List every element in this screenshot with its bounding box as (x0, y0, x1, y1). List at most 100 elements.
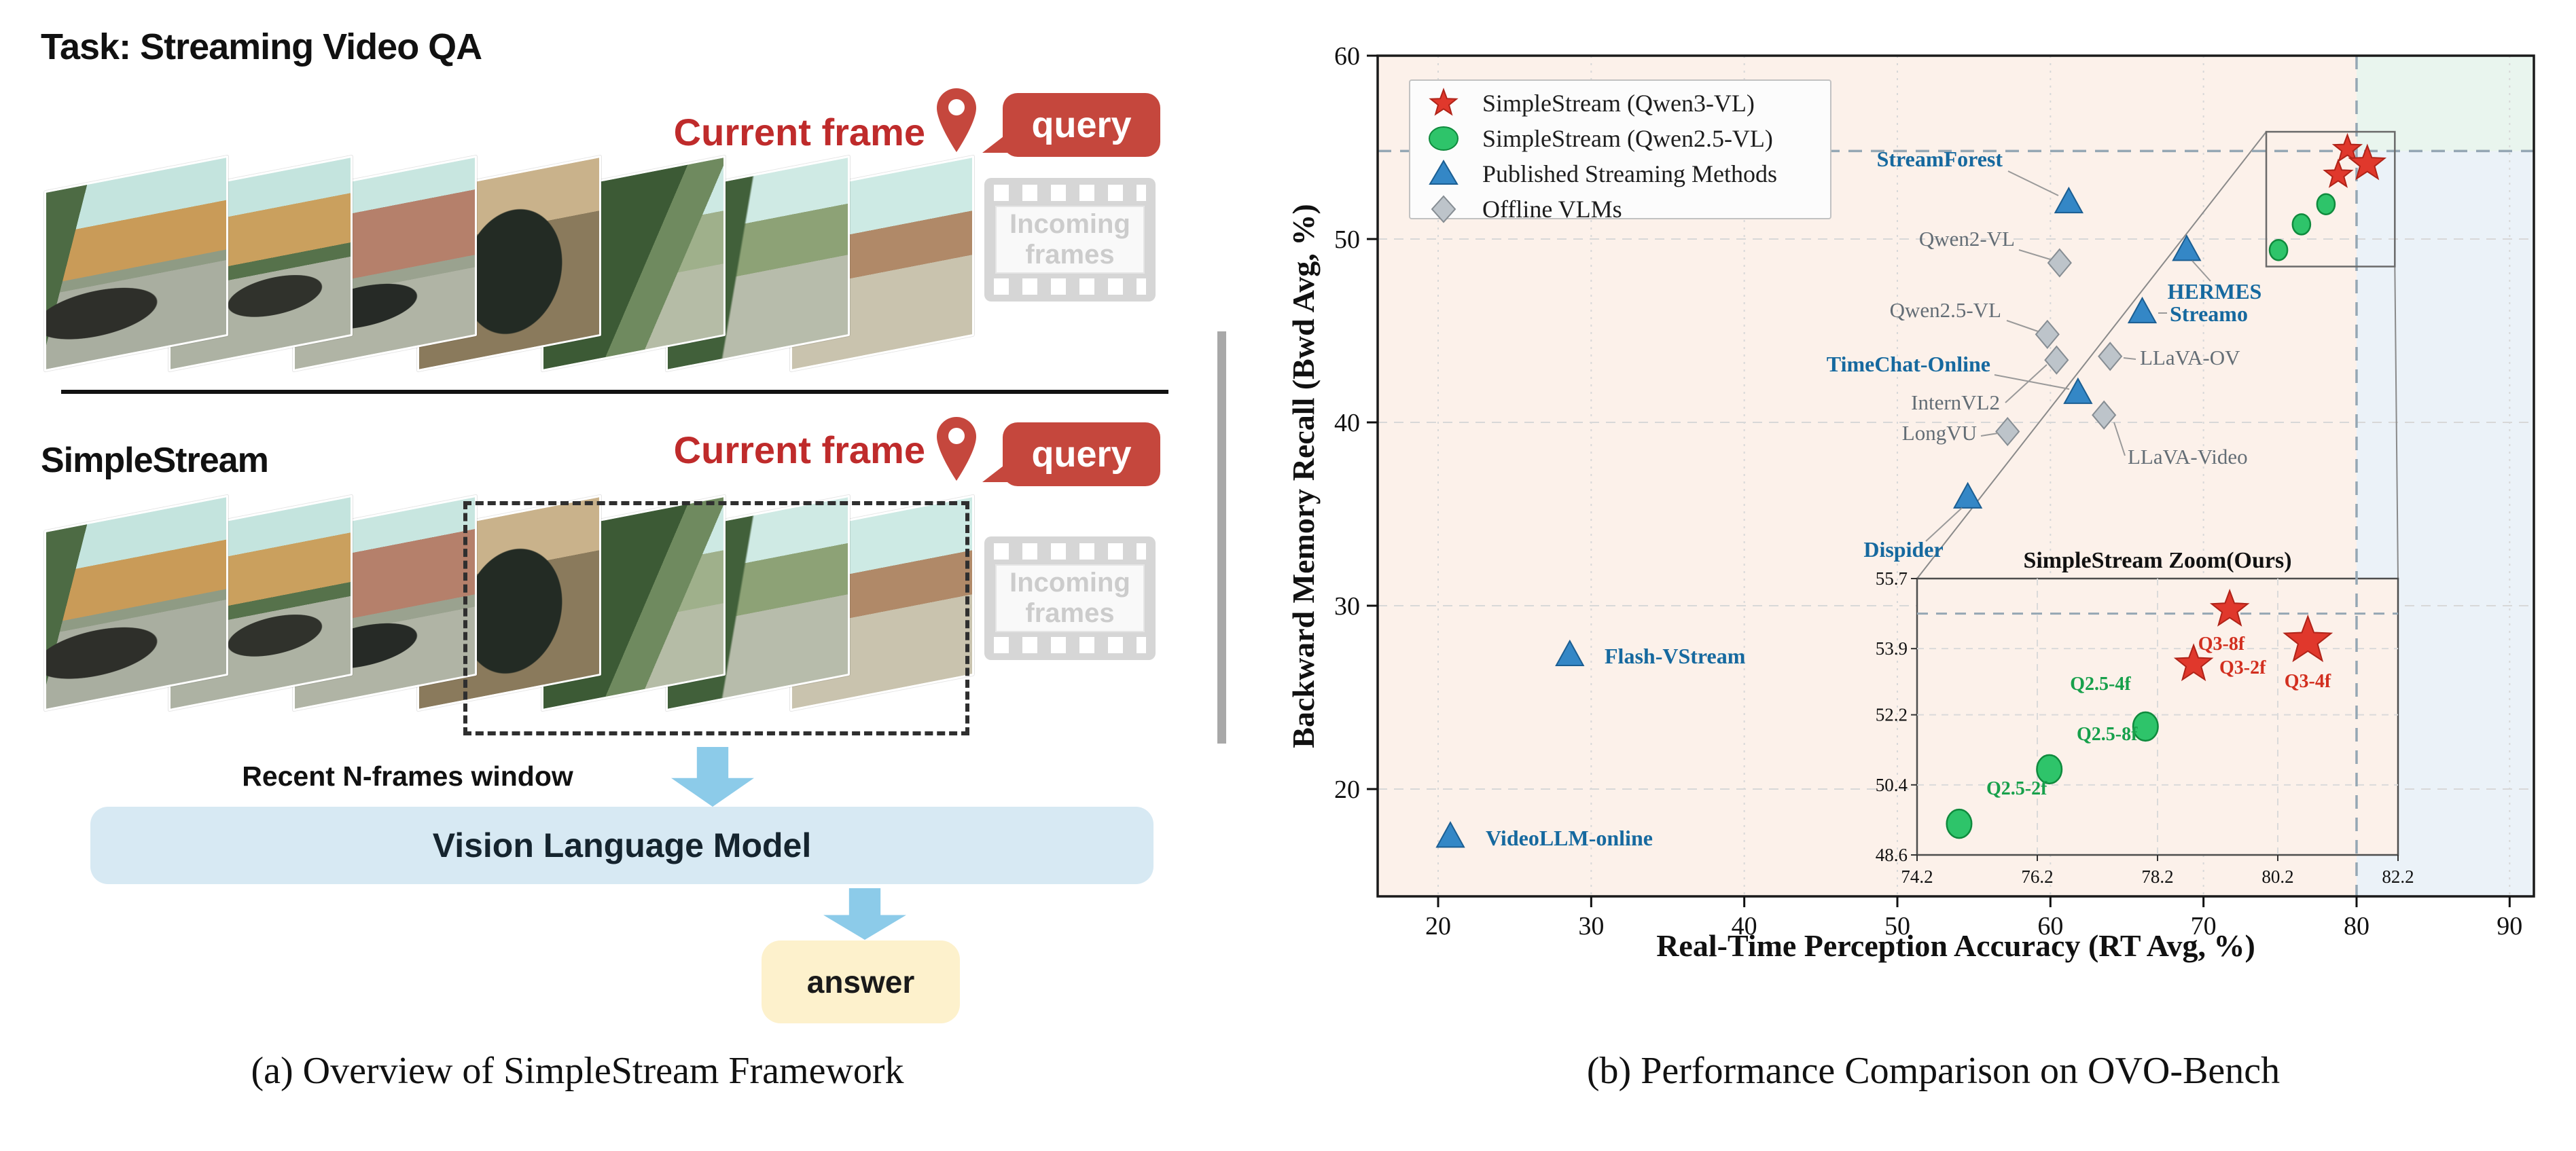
svg-text:Qwen2.5-VL: Qwen2.5-VL (1890, 298, 2001, 322)
svg-text:Offline VLMs: Offline VLMs (1482, 196, 1622, 223)
svg-text:Real-Time Perception Accuracy: Real-Time Perception Accuracy (RT Avg, %… (1656, 928, 2255, 963)
svg-text:76.2: 76.2 (2021, 866, 2053, 887)
down-arrow-icon (671, 747, 754, 807)
svg-text:Q2.5-8f: Q2.5-8f (2077, 724, 2138, 745)
svg-text:HERMES: HERMES (2168, 279, 2262, 304)
video-frame (44, 155, 228, 372)
point-Flash-VStream (1555, 639, 1585, 667)
svg-text:53.9: 53.9 (1876, 638, 1908, 659)
incoming-frames-icon-bottom: Incoming frames (984, 536, 1156, 660)
svg-text:LLaVA-Video: LLaVA-Video (2128, 445, 2248, 469)
svg-text:48.6: 48.6 (1876, 845, 1908, 865)
svg-text:LLaVA-OV: LLaVA-OV (2140, 346, 2240, 369)
point-Q2.5-8f (2291, 213, 2312, 236)
highlight-region-topright (2356, 56, 2534, 151)
svg-text:VideoLLM-online: VideoLLM-online (1486, 826, 1653, 850)
query-label: query (1031, 434, 1132, 475)
svg-text:60: 60 (1334, 42, 1360, 71)
svg-text:40: 40 (1732, 912, 1757, 940)
point-VideoLLM-online (1435, 821, 1465, 848)
point-Qwen2.5-VL (2035, 319, 2060, 349)
answer-box: answer (762, 940, 960, 1023)
location-pin-icon (937, 417, 976, 481)
point-Dispider (1952, 481, 1983, 509)
svg-text:Q3-2f: Q3-2f (2219, 657, 2266, 678)
current-frame-label-top: Current frame (673, 111, 925, 153)
svg-text:70: 70 (2191, 912, 2217, 940)
svg-text:55.7: 55.7 (1876, 568, 1908, 589)
svg-text:Q2.5-2f: Q2.5-2f (1986, 778, 2047, 799)
video-frame (44, 494, 228, 712)
point-inset-Q2.5-4f (2132, 711, 2159, 742)
svg-text:90: 90 (2497, 912, 2522, 940)
svg-text:StreamForest: StreamForest (1877, 147, 2003, 171)
svg-text:SimpleStream Zoom(Ours): SimpleStream Zoom(Ours) (2023, 548, 2291, 573)
point-inset-Q3-2f (2173, 643, 2214, 682)
current-frame-label-bottom: Current frame (673, 428, 925, 471)
film-sprockets-icon (994, 278, 1146, 295)
point-Q2.5-2f (2268, 238, 2289, 261)
recent-frames-window-box (463, 501, 969, 735)
point-StreamForest (2054, 186, 2084, 214)
point-Qwen2-VL (2047, 248, 2072, 278)
point-Streamo (2127, 296, 2158, 324)
point-LLaVA-OV (2098, 342, 2123, 371)
svg-text:Streamo: Streamo (2170, 302, 2248, 326)
zoom-region-box (2265, 130, 2396, 268)
svg-text:20: 20 (1425, 912, 1451, 940)
incoming-frames-label: Incoming frames (995, 206, 1145, 274)
query-bubble-bottom: query (982, 422, 1160, 486)
point-TimeChat-Online (2063, 377, 2093, 404)
svg-text:60: 60 (2037, 912, 2063, 940)
svg-text:InternVL2: InternVL2 (1911, 390, 2000, 414)
svg-text:50.4: 50.4 (1876, 775, 1908, 795)
svg-text:80.2: 80.2 (2261, 866, 2293, 887)
svg-text:50: 50 (1334, 225, 1360, 254)
svg-text:Flash-VStream: Flash-VStream (1605, 644, 1746, 668)
film-sprockets-icon (994, 543, 1146, 560)
svg-text:SimpleStream (Qwen3-VL): SimpleStream (Qwen3-VL) (1482, 90, 1755, 117)
down-arrow-icon (823, 888, 906, 940)
vision-language-model-box: Vision Language Model (90, 807, 1153, 884)
simplestream-title: SimpleStream (41, 441, 269, 480)
svg-text:Qwen2-VL: Qwen2-VL (1919, 227, 2015, 251)
svg-text:Q3-4f: Q3-4f (2285, 671, 2331, 692)
svg-text:30: 30 (1334, 592, 1360, 621)
caption-b: (b) Performance Comparison on OVO-Bench (1586, 1050, 2280, 1092)
section-divider (61, 390, 1168, 394)
point-inset-Q3-4f (2283, 614, 2333, 663)
svg-text:Q2.5-4f: Q2.5-4f (2070, 674, 2131, 695)
point-Q3-8f (2331, 132, 2363, 163)
point-Q2.5-4f (2316, 193, 2336, 215)
panel-divider (1217, 331, 1226, 744)
svg-text:Dispider: Dispider (1863, 537, 1943, 562)
film-sprockets-icon (994, 185, 1146, 201)
svg-text:20: 20 (1334, 775, 1360, 804)
legend-box (1409, 79, 1831, 219)
point-inset-Q2.5-8f (2036, 754, 2063, 785)
svg-text:Backward Memory Recall (Bwd Av: Backward Memory Recall (Bwd Avg, %) (1291, 204, 1321, 748)
svg-text:LongVU: LongVU (1902, 421, 1977, 445)
point-HERMES (2172, 234, 2202, 261)
panel-a-framework-diagram: Task: Streaming Video QA Current frame q… (41, 26, 1168, 1092)
query-label: query (1031, 105, 1132, 145)
task-title: Task: Streaming Video QA (41, 26, 482, 67)
point-Q3-4f (2348, 143, 2387, 181)
location-pin-icon (937, 88, 976, 152)
point-LLaVA-Video (2092, 400, 2117, 430)
svg-text:30: 30 (1578, 912, 1604, 940)
svg-text:74.2: 74.2 (1901, 866, 1933, 887)
svg-text:50: 50 (1884, 912, 1910, 940)
svg-text:Published Streaming Methods: Published Streaming Methods (1482, 160, 1777, 187)
svg-text:40: 40 (1334, 409, 1360, 437)
recent-window-label: Recent N-frames window (242, 761, 573, 792)
film-sprockets-icon (994, 637, 1146, 653)
point-Q3-2f (2323, 158, 2354, 188)
incoming-frames-icon-top: Incoming frames (984, 178, 1156, 302)
point-LongVU (1995, 416, 2020, 447)
svg-text:52.2: 52.2 (1876, 705, 1908, 725)
svg-text:80: 80 (2344, 912, 2369, 940)
svg-text:TimeChat-Online: TimeChat-Online (1827, 352, 1990, 376)
